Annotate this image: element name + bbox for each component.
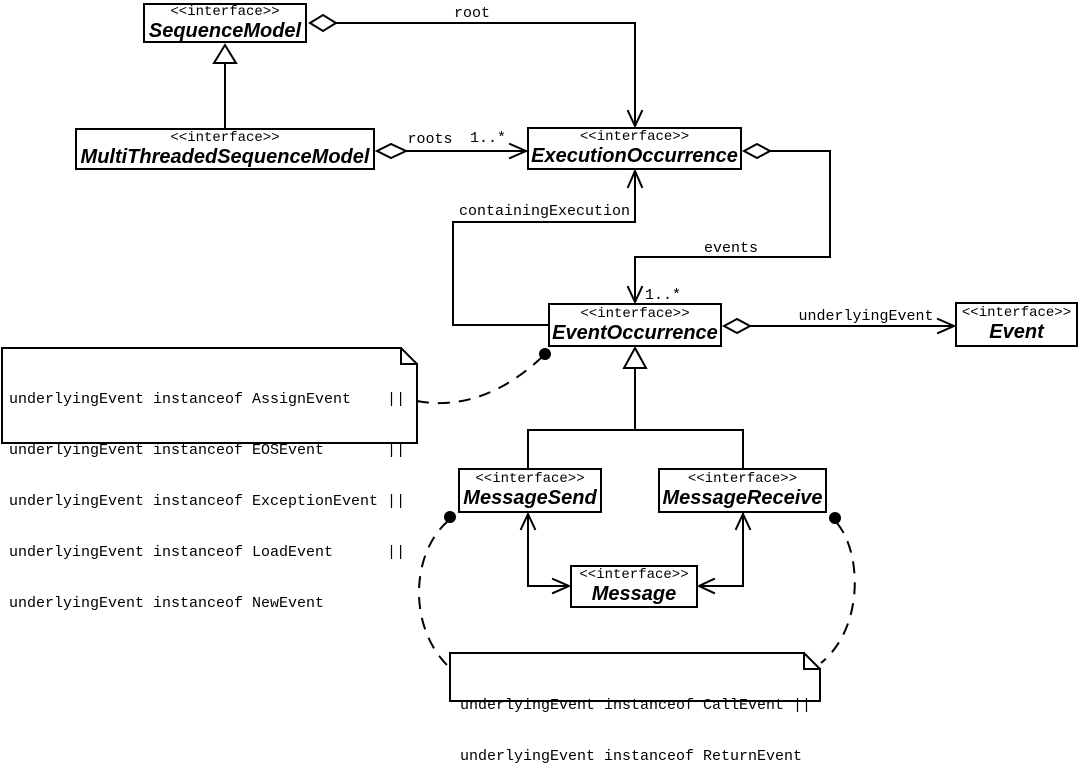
class-name: MessageSend (463, 487, 597, 509)
open-arrowhead (508, 142, 529, 160)
class-name: EventOccurrence (552, 321, 718, 344)
class-messagesend: <<interface>> MessageSend (458, 468, 602, 513)
open-arrowhead (519, 511, 537, 531)
class-name: MultiThreadedSequenceModel (80, 145, 370, 168)
stereotype-label: <<interface>> (170, 3, 280, 20)
stereotype-label: <<interface>> (579, 567, 689, 583)
note-line: underlyingEvent instanceof ReturnEvent (460, 748, 803, 765)
generalization-triangle (622, 345, 648, 369)
note-line: underlyingEvent instanceof NewEvent (9, 595, 325, 612)
aggregation-diamond (374, 142, 409, 160)
label-events: events (703, 240, 758, 257)
stereotype-label: <<interface>> (475, 471, 585, 487)
open-arrowhead (734, 511, 752, 531)
class-event: <<interface>> Event (955, 302, 1078, 347)
label-underlying-event: underlyingEvent (798, 308, 934, 325)
note-link-messagereceive (820, 522, 856, 664)
label-roots-multiplicity: 1..* (469, 130, 506, 147)
class-multithreadedsequencemodel: <<interface>> MultiThreadedSequenceModel (75, 128, 375, 170)
note-event-constraints: underlyingEvent instanceof AssignEvent |… (9, 357, 405, 629)
note-shape-event-constraints (1, 347, 418, 444)
association-root (308, 13, 644, 129)
note-line: underlyingEvent instanceof AssignEvent |… (9, 391, 406, 408)
generalization-triangle (212, 43, 238, 64)
note-anchor-messagereceive (829, 512, 841, 524)
association-roots (374, 142, 529, 160)
association-events (626, 142, 831, 305)
label-containing-execution: containingExecution (459, 203, 631, 220)
open-arrowhead (551, 577, 572, 595)
note-line: underlyingEvent instanceof ExceptionEven… (9, 493, 406, 510)
class-name: Event (989, 321, 1044, 343)
association-containing-execution (452, 168, 644, 326)
note-line: underlyingEvent instanceof CallEvent || (460, 697, 812, 714)
class-name: Message (591, 583, 677, 605)
class-name: MessageReceive (662, 487, 823, 509)
stereotype-label: <<interface>> (580, 305, 690, 322)
open-arrowhead (626, 168, 644, 189)
open-arrowhead (626, 109, 644, 129)
note-link-eventoccurrence (416, 357, 542, 405)
stereotype-label: <<interface>> (170, 129, 280, 146)
stereotype-label: <<interface>> (961, 305, 1072, 321)
class-message: <<interface>> Message (570, 565, 698, 608)
stereotype-label: <<interface>> (687, 471, 798, 487)
class-name: ExecutionOccurrence (531, 145, 738, 167)
label-events-multiplicity: 1..* (645, 287, 682, 304)
note-fold (400, 347, 418, 365)
class-sequencemodel: <<interface>> SequenceModel (143, 3, 307, 43)
note-anchor-messagesend (444, 511, 456, 523)
generalization-messages-to-eventoccurrence (527, 345, 744, 469)
aggregation-diamond (721, 317, 753, 335)
aggregation-diamond (308, 13, 338, 33)
page: { "diagram": { "kind": "uml-class-diagra… (1, 3, 1078, 765)
association-messagesend-message (519, 511, 572, 595)
aggregation-diamond (741, 142, 773, 160)
diagram-canvas (1, 13, 957, 702)
stereotype-label: <<interface>> (579, 129, 690, 145)
note-fold (803, 652, 821, 670)
label-roots: roots (407, 131, 453, 148)
open-arrowhead (936, 317, 957, 335)
note-message-constraints: underlyingEvent instanceof CallEvent || … (460, 663, 811, 782)
class-name: SequenceModel (148, 19, 302, 42)
note-link-messagesend (418, 520, 451, 669)
note-line: underlyingEvent instanceof LoadEvent || (9, 544, 406, 561)
note-anchor-eventoccurrence (539, 348, 551, 360)
open-arrowhead (696, 577, 716, 595)
open-arrowhead (626, 285, 644, 305)
association-messagereceive-message (696, 511, 752, 595)
generalization-multithreadedsequencemodel-to-sequencemodel (212, 43, 238, 129)
label-root: root (453, 5, 490, 22)
note-line: underlyingEvent instanceof EOSEvent || (9, 442, 406, 459)
class-eventoccurrence: <<interface>> EventOccurrence (548, 303, 722, 347)
class-messagereceive: <<interface>> MessageReceive (658, 468, 827, 513)
association-underlying-event (721, 317, 957, 335)
note-shape-message-constraints (449, 652, 821, 702)
class-executionoccurrence: <<interface>> ExecutionOccurrence (527, 127, 742, 170)
